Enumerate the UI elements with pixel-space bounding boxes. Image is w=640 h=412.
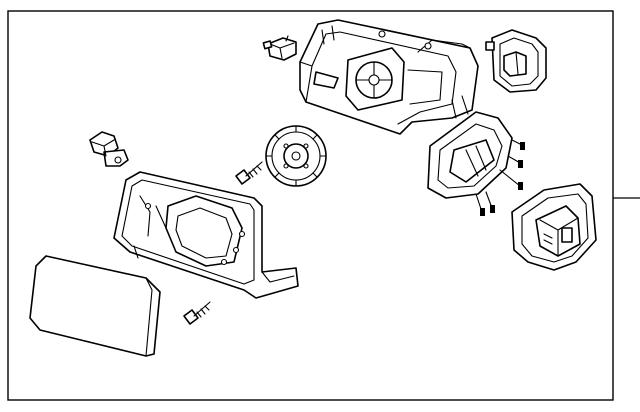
diagram-frame (7, 10, 614, 401)
mirror-motor (511, 183, 597, 271)
actuator-gear (265, 125, 327, 187)
mirror-glass-holder (113, 171, 299, 299)
mirror-seal-gasket (485, 29, 547, 93)
mirror-housing-bracket (299, 19, 479, 135)
mirror-glass (29, 255, 161, 357)
screw-upper (235, 161, 263, 185)
sensor-connector (89, 131, 129, 167)
screw-lower (183, 301, 211, 325)
harness-connector (427, 111, 525, 216)
connector-clip-top (262, 35, 297, 61)
